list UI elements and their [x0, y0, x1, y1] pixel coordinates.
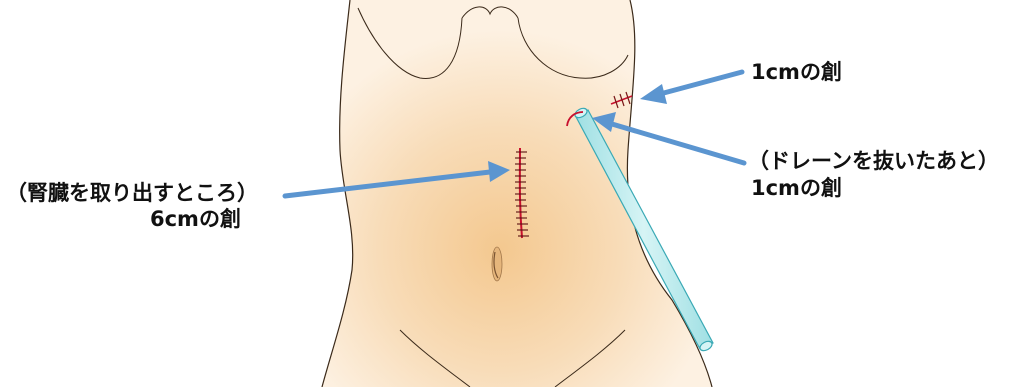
- label-upper-right-wound: 1cmの創: [751, 59, 842, 85]
- label-drain-wound-line1: （ドレーンを抜いたあと）: [748, 148, 999, 174]
- label-main-wound-line1: （腎臓を取り出すところ）: [6, 180, 258, 206]
- arrow-to-upper-incision: [640, 72, 742, 104]
- label-drain-wound-line2: 1cmの創: [751, 175, 842, 201]
- label-main-wound-line2: 6cmの創: [150, 206, 241, 232]
